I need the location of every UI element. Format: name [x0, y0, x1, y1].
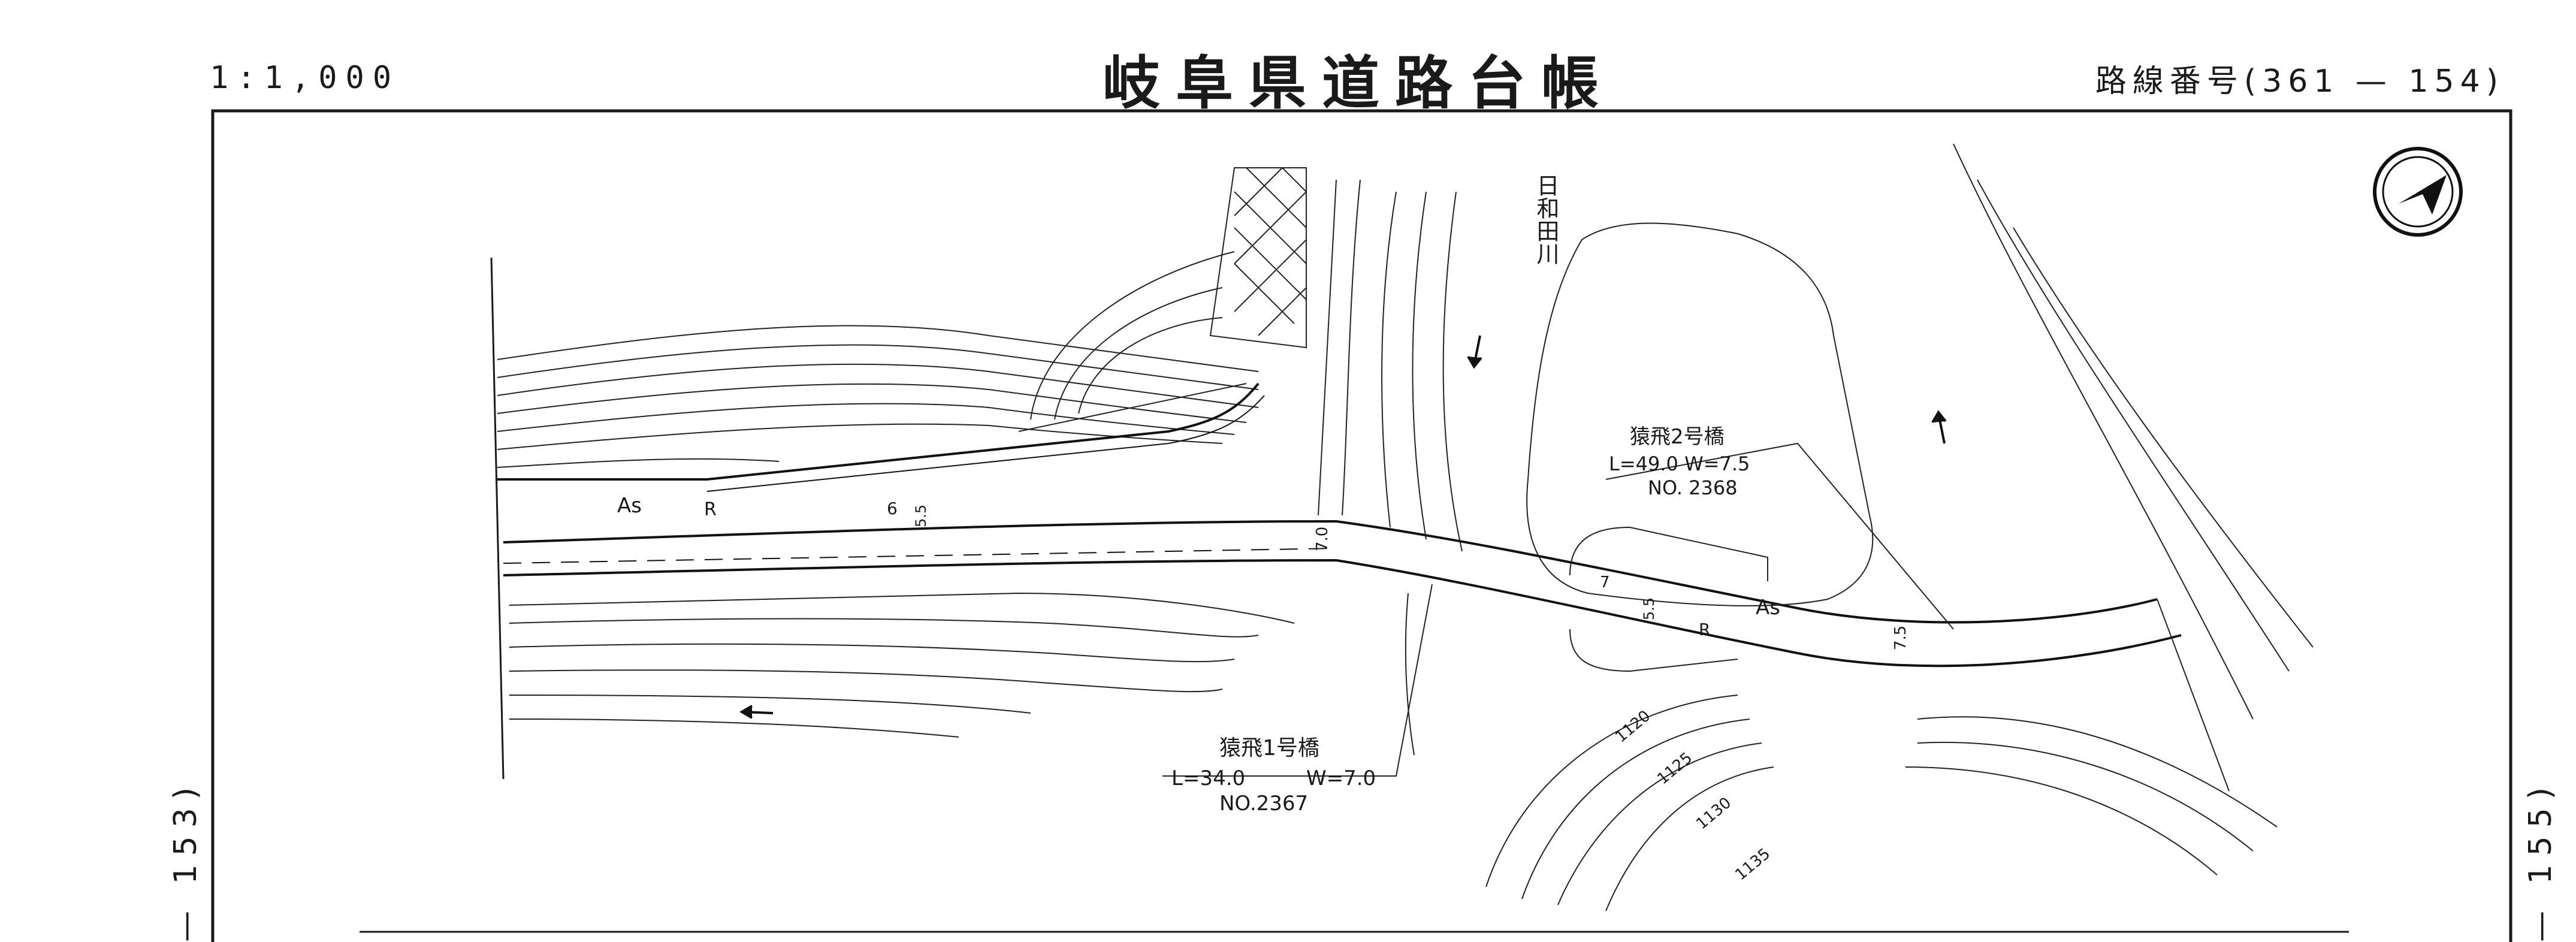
road-surface-label: As [1756, 596, 1780, 620]
upstream-arrow [1931, 410, 1947, 444]
adjacent-sheet-right: — 155) [2523, 778, 2559, 942]
flow-arrows [739, 335, 1947, 719]
crosshatch-rock [1209, 167, 1307, 349]
upper-road-edge [497, 382, 1265, 492]
contour-label: 1135 [1732, 845, 1774, 884]
road-mark: 5.5 [1641, 597, 1657, 620]
rocky-mound [1018, 251, 1247, 432]
map-frame [211, 109, 2512, 942]
road-mark: 5.5 [913, 505, 929, 527]
road-mark: 6 [887, 499, 898, 518]
road-surface-label: As [617, 494, 642, 518]
river-name: 日和田川 [1533, 174, 1559, 265]
upper-left-contours [497, 325, 1259, 468]
road-direction-arrow [739, 705, 774, 719]
bridge-1-name: 猿飛1号橋 [1219, 736, 1319, 760]
lower-right-contours [1485, 695, 2278, 911]
road-mark: 7 [1600, 573, 1610, 591]
river-banks [1318, 179, 1463, 756]
north-arrow-icon [2373, 147, 2463, 237]
right-slope-lines [1953, 143, 2314, 792]
adjacent-sheet-left: — 153) [168, 778, 204, 942]
bridge-1-number: NO.2367 [1219, 792, 1308, 816]
left-boundary-line [490, 257, 505, 780]
road-mark: 7.0 [1313, 527, 1331, 551]
page-title: 岐阜県道路台帳 [1103, 49, 1614, 117]
bridge-1-length: L=34.0 [1171, 766, 1245, 790]
map-scale: 1:1,000 [210, 60, 400, 96]
contour-label: 1120 [1612, 707, 1654, 747]
island-outline [1526, 222, 1874, 606]
road-mark: 7.5 [1892, 626, 1910, 650]
road-mark: R [1699, 620, 1710, 639]
contour-label: 1125 [1654, 749, 1696, 789]
bridge-2-number: NO. 2368 [1648, 476, 1738, 499]
river-flow-arrow [1467, 335, 1482, 369]
bridge-2-spec: L=49.0 W=7.5 [1609, 452, 1750, 475]
bridge-2-name: 猿飛2号橋 [1630, 425, 1725, 449]
route-number: 路線番号(361 — 154) [2095, 63, 2504, 99]
road-mark: R [704, 499, 717, 520]
contour-label: 1130 [1693, 794, 1735, 834]
bridge-2-abutment [1569, 526, 1768, 672]
lower-left-embankment [509, 592, 1295, 738]
leader-lines [1162, 442, 1954, 777]
bridge-1-width: W=7.0 [1306, 766, 1376, 790]
